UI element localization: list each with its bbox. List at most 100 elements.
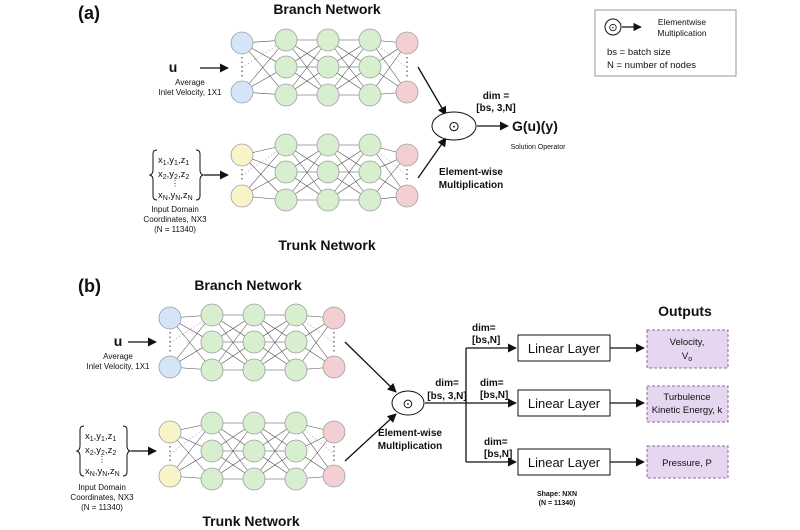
panel-a-branch-edge [327, 39, 371, 96]
panel-b-layer-1-dim1: dim= [472, 323, 496, 334]
panel-a-branch-node [395, 31, 419, 55]
panel-a-branch-node [274, 28, 298, 52]
panel-b-layer-3-dim1: dim= [484, 437, 508, 448]
panel-a-trunk-node [274, 188, 298, 212]
panel-b-trunk-node [322, 464, 346, 488]
panel-b-linear-layer-1 [517, 334, 611, 362]
panel-a-trunk-node [316, 160, 340, 184]
legend-line1: Elementwise [658, 17, 706, 27]
panel-b-trunk-title: Trunk Network [202, 513, 299, 529]
panel-b-trunk-edge [253, 422, 297, 480]
panel-b-trunk-node [200, 411, 224, 435]
panel-b-trunk-node [284, 467, 308, 491]
panel-a-vector-row-n: xN,yN,zN [158, 190, 193, 202]
panel-b-layer-2-dim2: [bs,N] [480, 390, 508, 401]
panel-a-trunk-network [230, 133, 419, 212]
panel-b-trunk-to-merge-arrow [344, 413, 397, 462]
legend-line2: Multiplication [657, 28, 706, 38]
legend-symbol: ⊙ [608, 22, 617, 34]
panel-b-vector-row-1: x1,y1,z1 [85, 431, 116, 443]
panel-a-branch-node [358, 55, 382, 79]
panel-a-output-caption: Solution Operator [511, 144, 567, 151]
panel-b-branch-node [284, 358, 308, 382]
panel-b-trunk-node [158, 420, 182, 444]
panel-b-odot-symbol: ⊙ [403, 396, 414, 411]
panel-b-trunk-input-line3: (N = 11340) [81, 503, 123, 512]
panel-a-branch-node [316, 83, 340, 107]
panel-b-trunk-edge [211, 422, 255, 480]
panel-a-trunk-node [358, 133, 382, 157]
panel-b-branch-node [242, 330, 266, 354]
panel-a-dim-line1: dim = [483, 91, 510, 102]
panel-a-trunk-node [230, 184, 254, 208]
panel-a-trunk-edge [285, 144, 329, 201]
panel-b-trunk-node [284, 411, 308, 435]
panel-b-trunk-node [242, 467, 266, 491]
panel-a-trunk-node [316, 188, 340, 212]
panel-a-branch-input-line1: Average [175, 78, 205, 87]
panel-b-branch-node [242, 303, 266, 327]
legend: ⊙ Elementwise Multiplication bs = batch … [594, 9, 737, 77]
panel-b-layer-2-label: Linear Layer [528, 396, 601, 411]
panel-a-trunk-node [274, 133, 298, 157]
panel-b-branch-network [158, 303, 346, 382]
panel-b-merge-node [391, 390, 425, 416]
panel-b-branch-node [200, 330, 224, 354]
panel-b-branch-node [158, 355, 182, 379]
panel-b-trunk-node [242, 439, 266, 463]
panel-a-branch-node [358, 28, 382, 52]
panel-b-branch-node [158, 306, 182, 330]
panel-b-shape-line2: (N = 11340) [539, 500, 576, 507]
panel-a-ew-line1: Element-wise [439, 167, 503, 178]
panel-a-vector-row-2: x2,y2,z2 [158, 169, 189, 181]
panel-a-trunk-title: Trunk Network [278, 237, 375, 253]
output-pressure-box [646, 445, 729, 479]
panel-a-branch-node [274, 55, 298, 79]
panel-a-branch-network [230, 28, 419, 107]
panel-a-branch-input-line2: Inlet Velocity, 1X1 [159, 88, 223, 97]
panel-b-shape-line1: Shape: NXN [537, 491, 577, 498]
panel-b-ew-line2: Multiplication [378, 441, 442, 452]
panel-b-vector-row-2: x2,y2,z2 [85, 445, 116, 457]
panel-a-trunk-node [316, 133, 340, 157]
panel-b-layer-2-dim1: dim= [480, 378, 504, 389]
panel-b-branch-input-line2: Inlet Velocity, 1X1 [87, 362, 151, 371]
panel-a-branch-input-symbol: u [169, 59, 178, 75]
panel-b-branch-input-line1: Average [103, 352, 133, 361]
panel-a-trunk-input-line3: (N = 11340) [154, 225, 196, 234]
panel-a-branch-node [358, 83, 382, 107]
panel-b-trunk-node [322, 420, 346, 444]
panel-a-trunk-node [395, 143, 419, 167]
panel-a-branch-node [230, 31, 254, 55]
output-velocity-line2: Vo [682, 351, 692, 363]
panel-b-branch-node [322, 355, 346, 379]
panel-a-trunk-node [230, 143, 254, 167]
panel-b-trunk-input-line2: Coordinates, NX3 [70, 493, 134, 502]
panel-a-branch-node [316, 28, 340, 52]
panel-b-trunk-node [158, 464, 182, 488]
svg-text:⋮: ⋮ [98, 455, 106, 464]
panel-a-label: (a) [78, 3, 100, 23]
panel-b-outputs-title: Outputs [658, 303, 712, 319]
panel-b-trunk-node [200, 467, 224, 491]
panel-b-layer-1-dim2: [bs,N] [472, 335, 500, 346]
panel-a-trunk-node [358, 160, 382, 184]
panel-a-branch-title: Branch Network [273, 1, 381, 17]
panel-b-branch-to-merge-arrow [344, 341, 397, 393]
panel-a-trunk-node [274, 160, 298, 184]
panel-a-odot-symbol: ⊙ [448, 118, 460, 134]
panel-a-trunk-vector: x1,y1,z1 x2,y2,z2 ⋮ xN,yN,zN [148, 149, 205, 202]
panel-a-trunk-edge [327, 144, 371, 201]
panel-b-trunk-node [200, 439, 224, 463]
output-turbulence-box [646, 385, 729, 423]
panel-a-branch-node [395, 80, 419, 104]
panel-b-branch-node [200, 358, 224, 382]
panel-a-branch-edge [285, 39, 329, 96]
panel-b-trunk-input-line1: Input Domain [78, 483, 126, 492]
panel-b-branch-node [242, 358, 266, 382]
panel-b-layer-3-dim2: [bs,N] [484, 449, 512, 460]
panel-b-branch-node [284, 330, 308, 354]
panel-b-ew-line1: Element-wise [378, 428, 442, 439]
panel-a-trunk-input-line1: Input Domain [151, 205, 199, 214]
